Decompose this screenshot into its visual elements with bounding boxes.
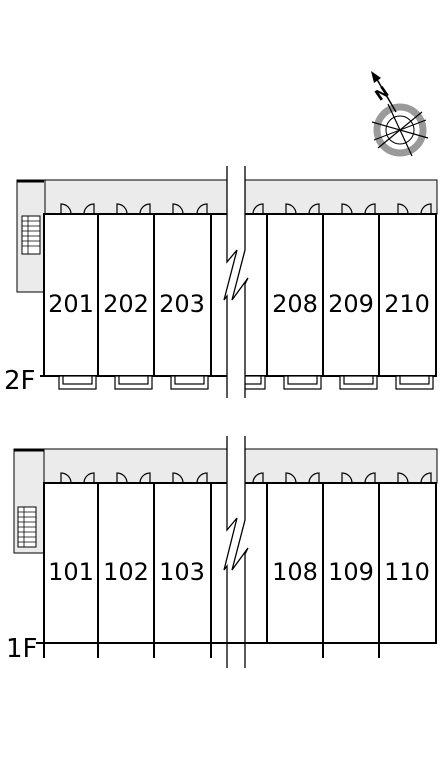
stairs-2f [21, 215, 41, 255]
unit-label: 201 [48, 290, 94, 318]
unit-label: 110 [384, 558, 430, 586]
corridor-1f [13, 448, 438, 484]
north-compass-icon: N [371, 71, 429, 157]
floor-1f: 101 102 103 108 109 110 1F [6, 436, 438, 668]
door-swings-2f [60, 203, 432, 215]
unit-label: 108 [272, 558, 318, 586]
floor-label-1f: 1F [6, 634, 38, 664]
floor-label-2f: 2F [4, 366, 36, 396]
stairs-1f [17, 506, 37, 548]
unit-label: 109 [328, 558, 374, 586]
unit-label: 208 [272, 290, 318, 318]
plan-break-2f [223, 166, 249, 398]
unit-label: 101 [48, 558, 94, 586]
unit-label: 102 [103, 558, 149, 586]
unit-label: 210 [384, 290, 430, 318]
plan-break-1f [223, 436, 249, 668]
unit-label: 103 [159, 558, 205, 586]
unit-label: 209 [328, 290, 374, 318]
unit-label: 202 [103, 290, 149, 318]
door-swings-1f [60, 472, 432, 484]
unit-label: 203 [159, 290, 205, 318]
balconies-2f [58, 375, 434, 390]
floor-2f: 201 202 203 208 209 210 2F [4, 166, 438, 398]
